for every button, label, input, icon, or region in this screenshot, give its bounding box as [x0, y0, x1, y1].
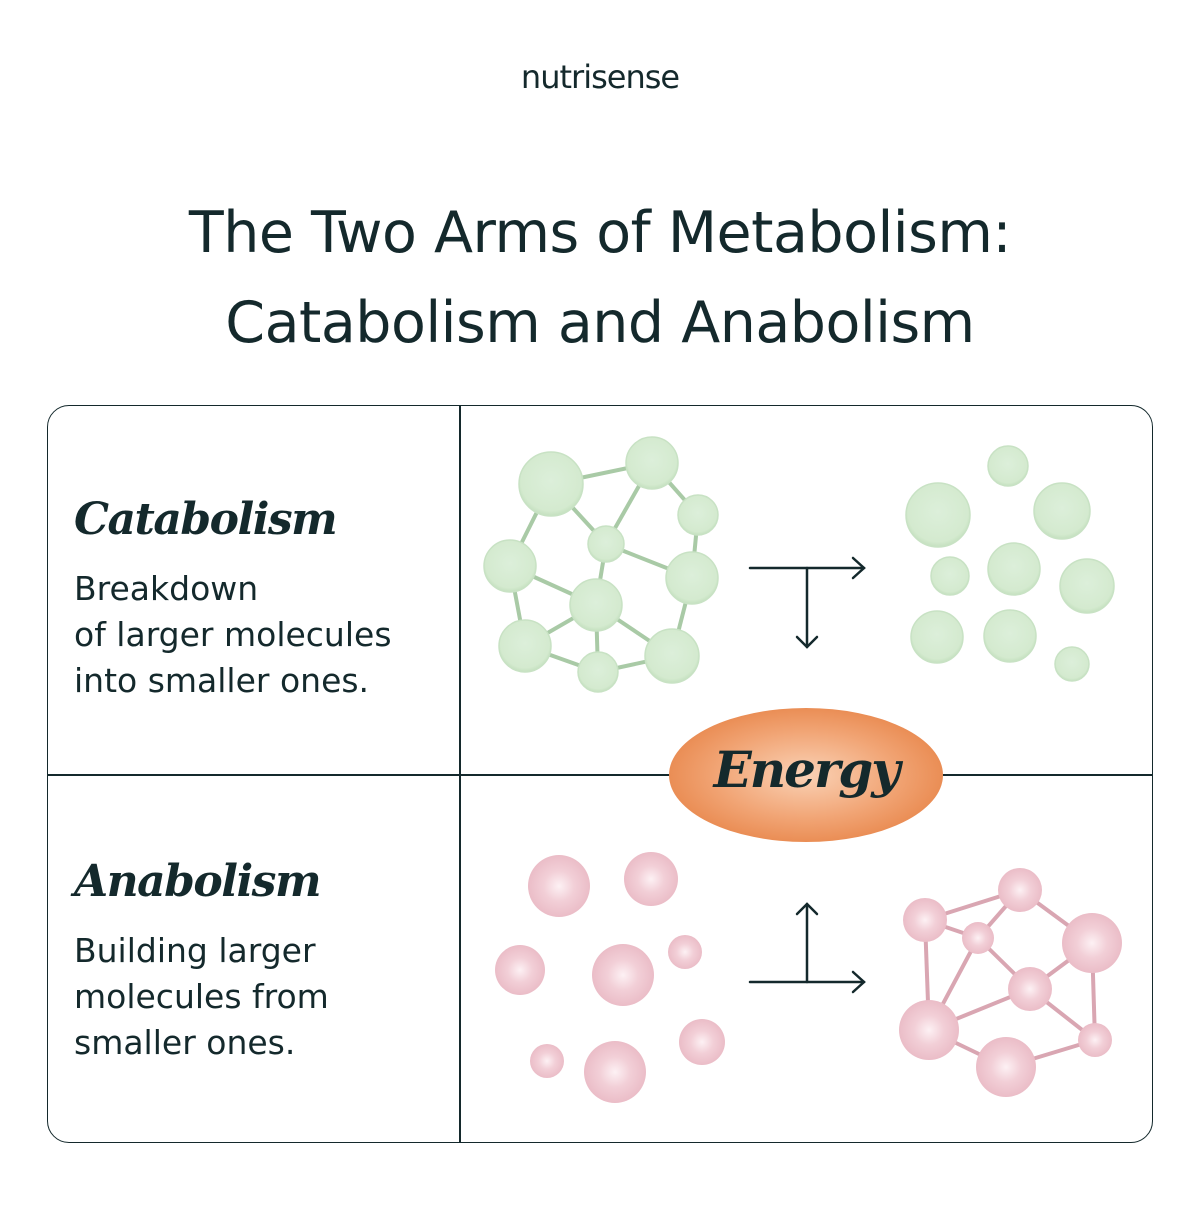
catabolism-heading: Catabolism: [74, 494, 338, 545]
title-line-1: The Two Arms of Metabolism:: [188, 200, 1012, 266]
horizontal-divider: [48, 774, 1152, 776]
energy-label: Energy: [713, 740, 901, 799]
metabolism-card: [47, 405, 1153, 1143]
catabolism-description: Breakdown of larger molecules into small…: [74, 569, 392, 700]
anabolism-arrow-icon: [748, 902, 866, 994]
anabolism-description: Building larger molecules from smaller o…: [74, 931, 329, 1062]
title-line-2: Catabolism and Anabolism: [225, 290, 975, 356]
energy-ellipse: [669, 708, 943, 842]
pink-free-molecules: [495, 852, 725, 1103]
page-title: The Two Arms of Metabolism: Catabolism a…: [0, 188, 1200, 368]
pink-nodes: [899, 868, 1122, 1097]
anabolism-heading: Anabolism: [74, 856, 322, 907]
green-free-molecules: [905, 445, 1115, 682]
catabolism-arrow-icon: [748, 556, 866, 649]
green-nodes: [483, 436, 719, 693]
brand-logo: nutrisense: [520, 58, 680, 96]
